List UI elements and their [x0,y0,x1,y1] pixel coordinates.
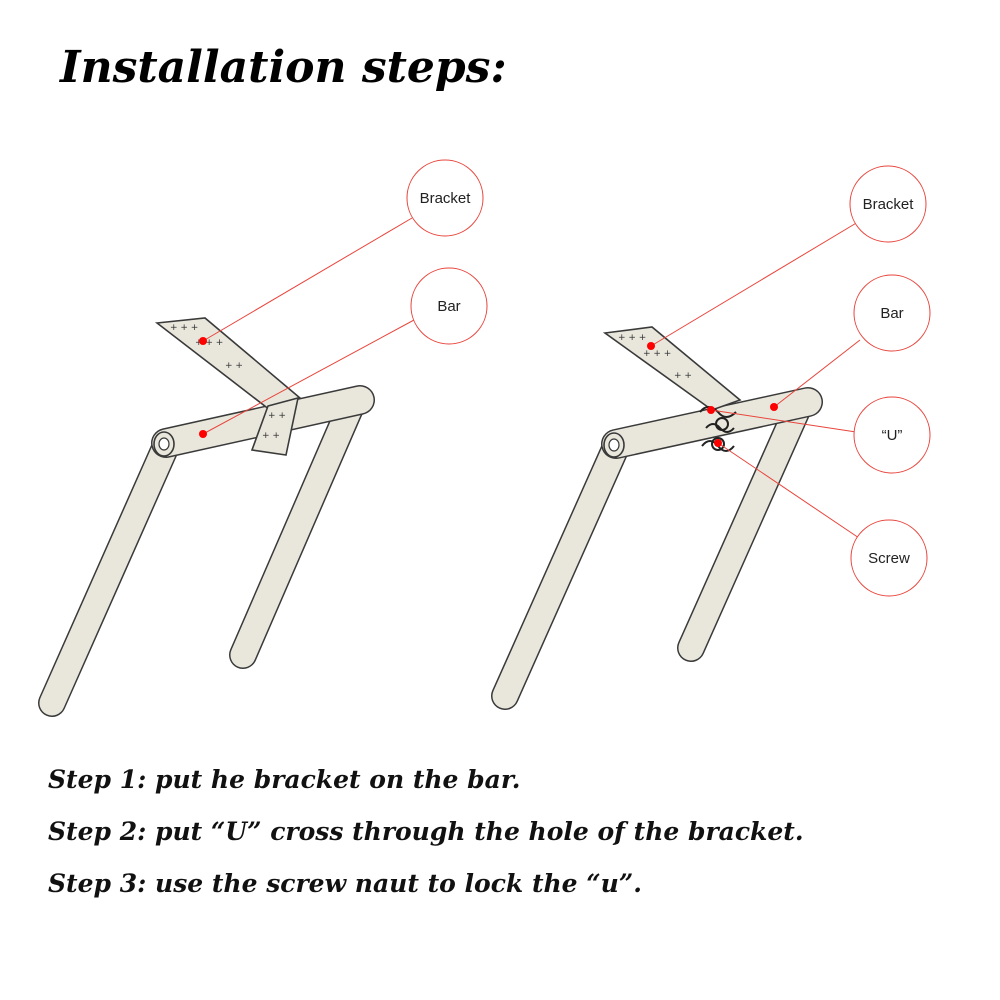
svg-text:+ + +: + + + [618,333,646,343]
right-bar-dot [770,403,778,411]
right-u-leader [710,409,857,433]
left-bracket-dot [199,337,207,345]
left-diagram: + + + + + + + + + + + + Bracket Bar [38,159,488,717]
right-callout-bracket [849,165,927,243]
svg-text:+ + +: + + + [195,338,223,348]
step-1: Step 1: put he bracket on the bar. [48,765,521,794]
right-diagram: + + + + + + + + Bracket Bar “U” Scre [491,165,931,710]
page-title: Installation steps: [60,42,507,93]
steps-list: Step 1: put he bracket on the bar. Step … [48,760,804,916]
right-callout-screw [850,519,928,597]
svg-text:+ + +: + + + [170,323,198,333]
right-callout-bracket-label: Bracket [863,196,915,213]
left-tube-leg-right [229,394,364,669]
right-tube-leg-left [491,433,630,710]
right-screw-dot [714,439,722,447]
step-3: Step 3: use the screw naut to lock the “… [48,869,642,898]
left-callout-bar [410,267,488,345]
right-bracket: + + + + + + + + [602,326,742,411]
left-callout-bar-label: Bar [437,298,460,315]
left-callout-bracket [406,159,484,237]
left-tube-leg-left [38,432,180,717]
right-callout-screw-label: Screw [868,550,910,567]
right-bracket-dot [647,342,655,350]
step-2: Step 2: put “U” cross through the hole o… [48,817,804,846]
right-callout-bar [853,274,931,352]
right-callout-bar-label: Bar [880,305,903,322]
right-u-dot [707,406,715,414]
right-tube-leg-right [677,396,811,662]
right-bracket-leader [650,221,859,347]
svg-text:+ +: + + [225,361,243,371]
svg-text:+ +: + + [268,411,286,421]
svg-text:+ +: + + [262,431,280,441]
left-bar-dot [199,430,207,438]
right-callout-u [853,396,931,474]
left-bracket-leader [202,217,413,342]
svg-text:+ +: + + [674,371,692,381]
left-bar-leader [202,319,415,435]
svg-text:+ + +: + + + [643,349,671,359]
left-callout-bracket-label: Bracket [420,190,472,207]
right-callout-u-label: “U” [882,427,903,444]
left-bracket: + + + + + + + + + + + + [154,317,302,456]
right-bar-leader [773,339,861,408]
right-screw-leader [717,442,863,541]
